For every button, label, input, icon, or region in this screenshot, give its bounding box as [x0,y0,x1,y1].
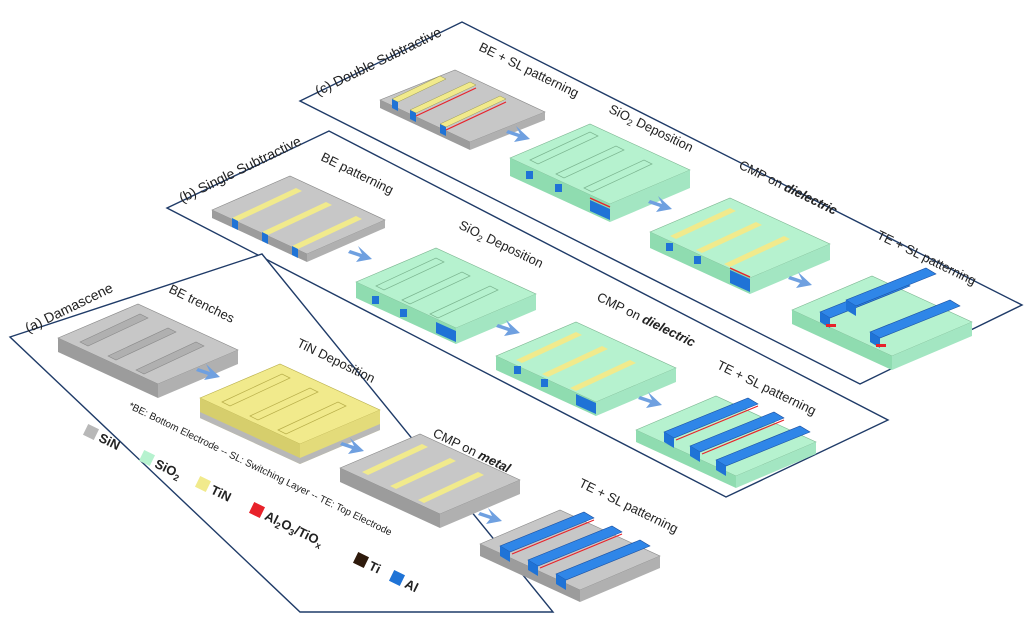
block-damascene-1 [57,303,239,398]
block-single-2 [355,247,537,344]
swatch-sio2 [138,449,156,467]
swatch-tin [194,475,212,493]
block-single-4 [635,395,817,488]
arrow-icon [348,246,372,262]
legend-label-al: Al [402,576,420,595]
block-damascene-2 [199,363,381,464]
block-damascene-3 [339,433,521,528]
block-single-1 [211,175,386,262]
arrow-icon [478,508,502,524]
swatch-sin [82,423,100,441]
block-double-1 [379,69,546,150]
swatch-ti [352,551,370,569]
block-single-3 [495,321,677,416]
arrow-icon [788,272,812,288]
block-double-4 [791,267,973,370]
arrow-icon [648,196,672,212]
arrow-icon [196,364,220,380]
legend-label-alox: Al2O3/TiOx [262,508,326,551]
arrow-icon [340,438,364,454]
block-double-2 [509,123,691,222]
block-double-3 [649,197,831,294]
legend-item-alox: Al2O3/TiOx [248,501,326,551]
arrow-icon [506,126,530,142]
block-damascene-4 [479,509,661,602]
legend: SiN SiO2 TiN Al2O3/TiOx Ti Al [82,423,421,595]
legend-item-ti: Ti [352,551,383,577]
arrow-icon [496,320,520,336]
swatch-alox [248,501,266,519]
arrow-icon [638,392,662,408]
legend-item-al: Al [388,569,421,595]
swatch-al [388,569,406,587]
